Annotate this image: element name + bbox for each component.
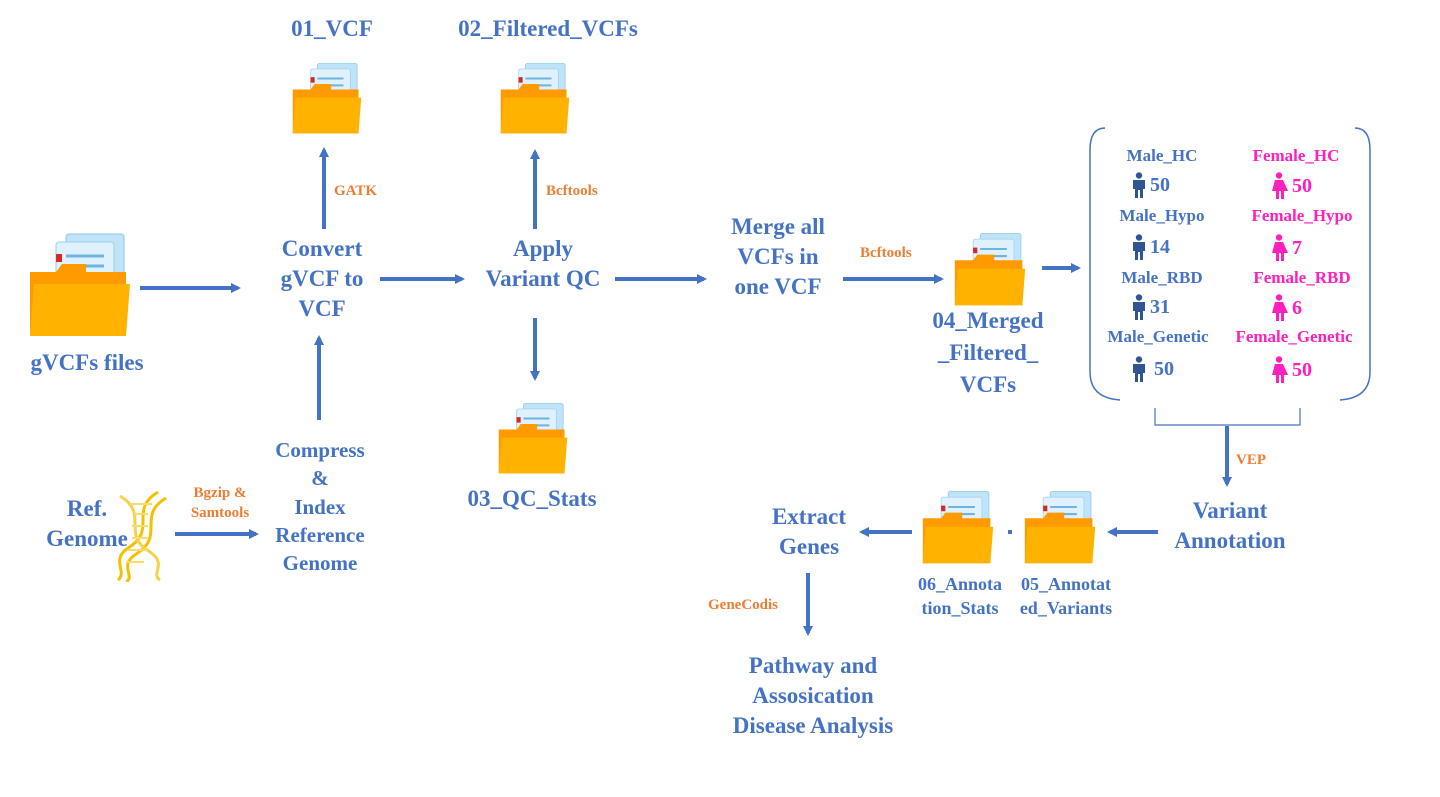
node-annotation-stats-label: 06_Annota tion_Stats — [917, 574, 1002, 619]
male-person-icon — [1133, 172, 1145, 198]
cohort-male-hypo-name: Male_Hypo — [1119, 206, 1205, 225]
node-filtered-folder-label: 02_Filtered_VCFs — [458, 16, 638, 41]
cohort-female-hypo-name: Female_Hypo — [1251, 206, 1353, 225]
cohort-box — [1089, 127, 1371, 401]
folder-icon — [26, 228, 134, 343]
cohort-male-genetic-name: Male_Genetic — [1107, 327, 1209, 346]
cohort-male-hc-name: Male_HC — [1126, 146, 1198, 165]
tool-gatk: GATK — [334, 183, 378, 199]
node-annotated-variants-label: 05_Annotat ed_Variants — [1019, 574, 1113, 619]
cohort-male-rbd-count: 31 — [1132, 294, 1170, 320]
node-merge: Merge all VCFs in one VCF — [731, 214, 825, 299]
node-vcf-folder-label: 01_VCF — [291, 16, 373, 41]
node-apply-qc: Apply Variant QC — [485, 236, 601, 291]
node-compress: Compress & Index Reference Genome — [275, 438, 365, 576]
cohort-brace — [1154, 408, 1301, 426]
cohort-female-rbd-name: Female_RBD — [1253, 268, 1351, 287]
folder-icon — [920, 486, 996, 571]
cohort-male-rbd-name: Male_RBD — [1121, 268, 1203, 287]
tool-bcftools-filter: Bcftools — [546, 183, 598, 199]
folder-icon — [1022, 486, 1098, 571]
node-qc-stats-label: 03_QC_Stats — [467, 486, 597, 511]
dna-icon — [108, 490, 170, 587]
node-ref-genome: Ref. Genome — [46, 496, 128, 551]
tool-bgzip-samtools: Bgzip & Samtools — [190, 485, 250, 521]
male-person-icon — [1133, 356, 1145, 382]
node-pathway: Pathway and Assosication Disease Analysi… — [732, 653, 894, 738]
cohort-female-hc-count: 50 — [1270, 172, 1312, 200]
female-person-icon — [1272, 294, 1288, 321]
cohort-male-genetic-count: 50 — [1132, 356, 1174, 382]
male-person-icon — [1133, 294, 1145, 320]
cohort-female-genetic-count: 50 — [1270, 356, 1312, 384]
folder-icon — [952, 228, 1028, 313]
cohort-female-hypo-count: 7 — [1270, 234, 1302, 262]
cohort-female-genetic-name: Female_Genetic — [1235, 327, 1353, 346]
node-gvcf-files: gVCFs files — [30, 350, 144, 375]
cohort-female-hc-name: Female_HC — [1252, 146, 1340, 165]
cohort-female-rbd-count: 6 — [1270, 294, 1302, 322]
male-person-icon — [1133, 234, 1145, 260]
tool-bcftools-merge: Bcftools — [860, 245, 912, 261]
folder-icon — [496, 398, 570, 481]
node-merged-folder-label: 04_Merged _Filtered_ VCFs — [932, 308, 1044, 398]
folder-icon — [290, 58, 364, 141]
tool-genecodis: GeneCodis — [708, 597, 779, 613]
female-person-icon — [1272, 172, 1288, 199]
node-extract-genes: Extract Genes — [771, 504, 847, 559]
folder-icon — [498, 58, 572, 141]
female-person-icon — [1272, 234, 1288, 261]
cohort-male-hc-count: 50 — [1132, 172, 1170, 198]
tool-vep: VEP — [1236, 452, 1266, 468]
node-convert: Convert gVCF to VCF — [280, 236, 364, 321]
cohort-male-hypo-count: 14 — [1132, 234, 1170, 260]
node-variant-annotation: Variant Annotation — [1174, 498, 1286, 553]
female-person-icon — [1272, 356, 1288, 383]
